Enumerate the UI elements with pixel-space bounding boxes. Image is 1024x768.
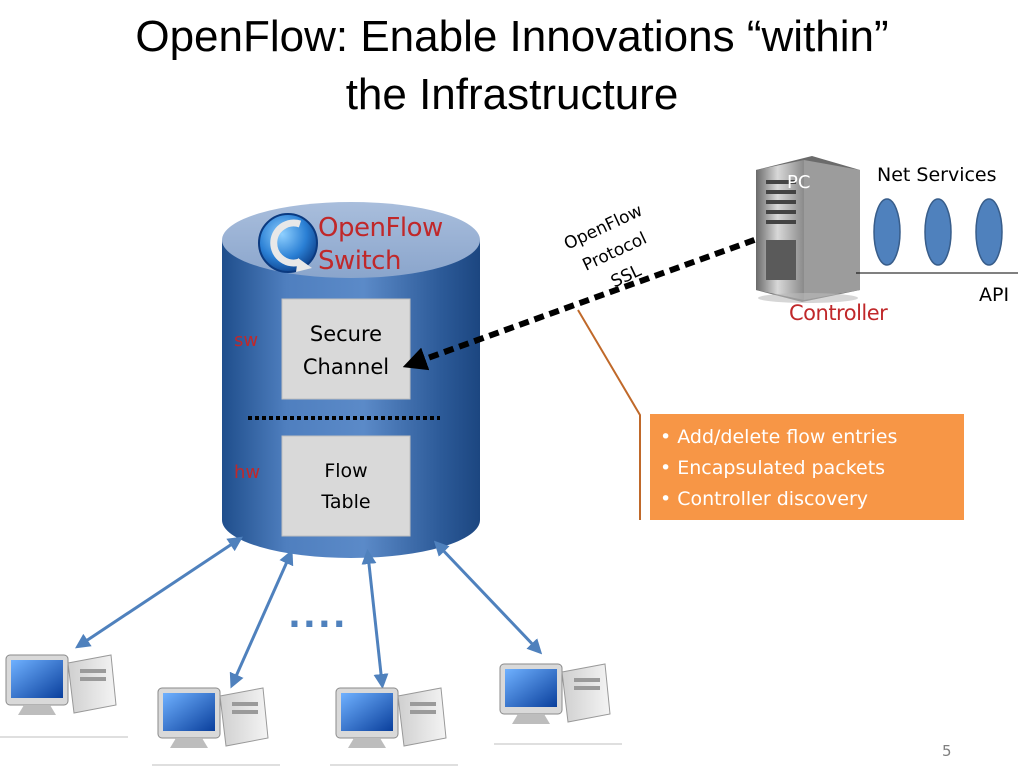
flow-table-line-2: Table <box>321 491 371 513</box>
api-label: API <box>979 284 1010 306</box>
feature-item: • Encapsulated packets <box>660 457 886 479</box>
flow-table-label: Flow Table <box>282 456 410 518</box>
net-service-2 <box>924 198 952 266</box>
slide-title: OpenFlow: Enable Innovations “within” th… <box>40 8 984 124</box>
feature-item: • Add/delete flow entries <box>660 426 898 448</box>
secure-channel-box <box>281 298 411 400</box>
secure-channel-line-1: Secure <box>309 322 383 346</box>
sw-label: sw <box>234 330 259 351</box>
secure-channel-line-2: Channel <box>302 355 390 379</box>
title-line-2: the Infrastructure <box>345 70 679 119</box>
features-box: • Add/delete flow entries • Encapsulated… <box>650 414 964 520</box>
secure-channel-label: Secure Channel <box>282 318 410 384</box>
net-service-1 <box>873 198 901 266</box>
feature-item: • Controller discovery <box>660 488 869 510</box>
net-service-3 <box>975 198 1003 266</box>
host-link-4 <box>433 540 543 655</box>
page-number: 5 <box>942 742 952 760</box>
openflow-logo-icon <box>258 213 318 273</box>
desktop-computer-icon <box>157 687 269 749</box>
title-line-1: OpenFlow: Enable Innovations “within” <box>135 12 889 61</box>
pc-label: PC <box>787 172 811 193</box>
host-link-1 <box>75 536 243 649</box>
desktop-computer-icon <box>335 687 447 749</box>
hw-label: hw <box>234 462 261 483</box>
switch-name-line-1: OpenFlow <box>318 213 443 243</box>
flow-table-line-1: Flow <box>324 460 368 482</box>
switch-name: OpenFlow Switch <box>318 212 443 278</box>
net-services <box>873 198 1003 266</box>
controller-label: Controller <box>789 301 888 325</box>
host-link-3 <box>361 549 389 689</box>
desktop-computer-icon <box>5 654 117 716</box>
host-link-2 <box>229 549 294 689</box>
switch-name-line-2: Switch <box>318 246 401 276</box>
protocol-arrow <box>402 222 794 371</box>
flow-table-box <box>281 435 411 537</box>
more-hosts-ellipsis: .... <box>288 596 348 636</box>
callout-line <box>577 309 641 520</box>
server-tower-icon <box>756 156 860 303</box>
desktop-computer-icon <box>499 663 611 725</box>
net-services-label: Net Services <box>877 164 997 186</box>
